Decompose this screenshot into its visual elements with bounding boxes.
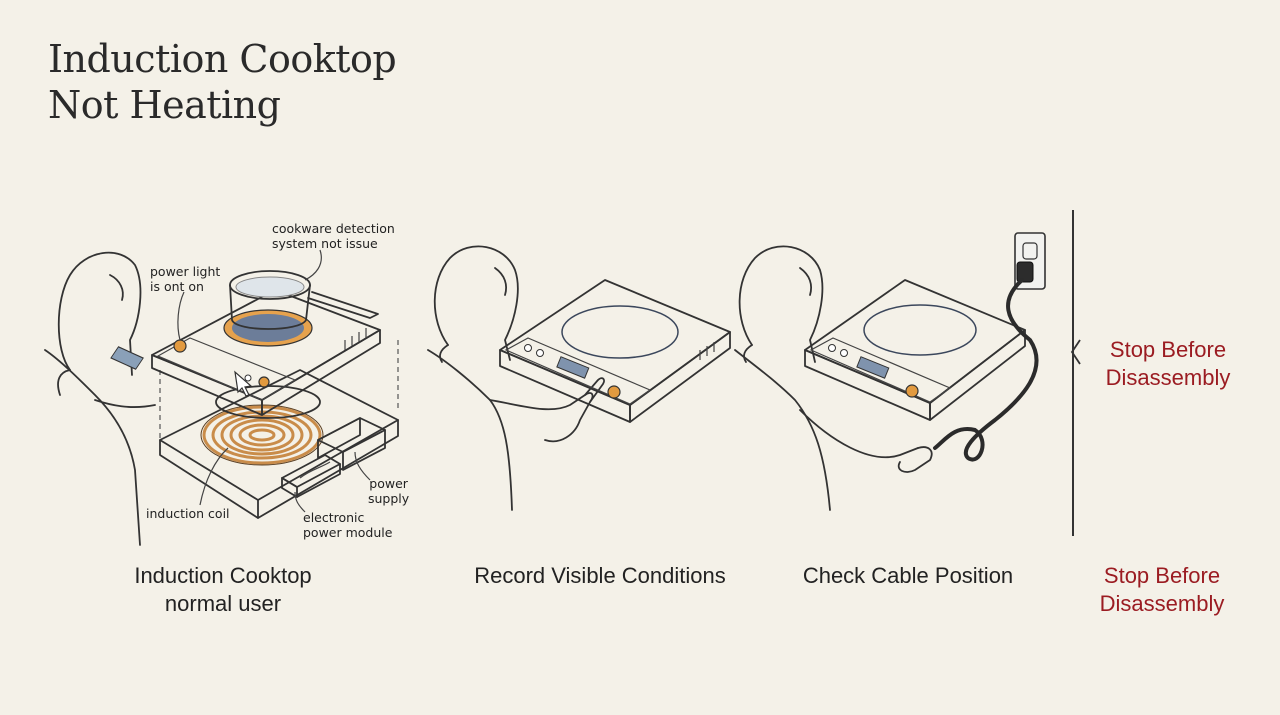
knob-button-1 (258, 376, 270, 388)
person-1 (44, 251, 156, 546)
leader-power-supply (354, 451, 371, 481)
leader-cookware (304, 249, 322, 281)
person-2 (427, 245, 605, 511)
wall-outlet (1014, 232, 1046, 290)
power-button-1 (173, 339, 187, 353)
leader-power-module (294, 491, 306, 513)
annotation-power-light: power light is ont on (150, 264, 221, 294)
power-module-box (281, 454, 341, 498)
annotation-cookware-detection: cookware detection system not issue (272, 221, 395, 251)
pot (229, 270, 379, 330)
section-divider (1072, 210, 1074, 536)
display-3 (856, 356, 890, 379)
annotation-induction-coil: induction coil (146, 506, 230, 521)
annotation-power-module: electronic power module (303, 510, 393, 540)
power-button-3 (905, 384, 919, 398)
caption-panel-2: Record Visible Conditions (474, 563, 726, 588)
display-1 (110, 346, 144, 370)
caption-panel-3: Check Cable Position (802, 563, 1014, 588)
housing-tray (159, 369, 399, 519)
cooktop-3 (804, 279, 1026, 421)
leader-induction-coil (199, 447, 229, 506)
title-line-2: Not Heating (48, 83, 281, 127)
power-cable (933, 278, 1039, 462)
panel-3-illustration (734, 232, 1046, 511)
panel-1-illustration (44, 249, 399, 546)
panel-2-illustration (427, 245, 731, 511)
person-3 (734, 245, 933, 511)
caption-panel-1: Induction Cooktop normal user (134, 563, 312, 616)
page-title: Induction Cooktop Not Heating (48, 36, 397, 128)
leader-power-light (177, 291, 185, 341)
title-line-1: Induction Cooktop (48, 37, 397, 81)
pointer-icon (234, 370, 253, 397)
cooktop-2 (499, 279, 731, 423)
power-supply-box (317, 417, 386, 471)
side-note-stop: Stop Before Disassembly (1105, 337, 1231, 390)
display-2 (556, 356, 590, 379)
cooktop-1 (110, 270, 381, 416)
power-button-2 (607, 385, 621, 399)
caption-panel-4: Stop Before Disassembly (1099, 563, 1225, 616)
annotation-power-supply: power supply (368, 476, 410, 506)
coil-ring (215, 385, 321, 419)
